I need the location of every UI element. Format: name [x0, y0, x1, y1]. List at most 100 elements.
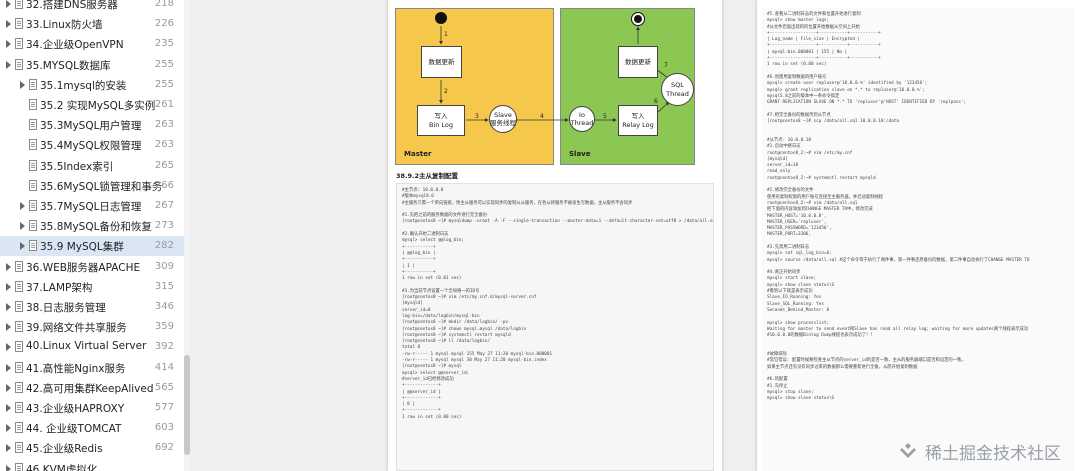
code-line: +------------------+-----------+--------… — [767, 30, 881, 36]
toc-item-page: 266 — [154, 179, 174, 191]
master-dump-thread: Slave 服务线程 — [489, 105, 517, 133]
toc-item-page: 692 — [154, 442, 174, 454]
bookmark-icon — [29, 99, 37, 110]
section-heading: 38.9.2主从复制配置 — [396, 172, 459, 180]
toc-item-page: 218 — [154, 0, 174, 9]
code-line: #常见错误: 配置时候要检查主从节点的server_id的是否一致，主从的服务器… — [767, 358, 966, 364]
code-line: mysql> select @@server_id; — [402, 370, 470, 376]
toc-scrollbar[interactable] — [184, 0, 190, 471]
expand-arrow-icon[interactable] — [6, 343, 11, 352]
bookmark-icon — [15, 381, 23, 393]
bookmark-icon — [15, 442, 23, 454]
code-line: root@centos8_2:~# systemctl restart mysq… — [767, 175, 876, 181]
code-line: #故障排除 — [767, 352, 787, 358]
expand-arrow-icon[interactable] — [6, 303, 11, 311]
bookmark-icon — [15, 341, 23, 353]
code-line: | @@server_id | — [402, 389, 441, 395]
toc-item-label: 35.MYSQL数据库 — [26, 59, 111, 72]
code-line: root@centos8_2:~# vim /data/all.sql — [767, 200, 858, 206]
code-line: #server_id已经修改成功 — [402, 376, 454, 382]
expand-arrow-icon[interactable] — [6, 20, 11, 29]
code-line: mysql> source /data/all.sql #这个命令等于执行了两件… — [767, 257, 1030, 263]
toc-item-page: 261 — [154, 99, 174, 110]
code-line: | 1 | — [402, 263, 415, 269]
bookmark-icon — [15, 422, 23, 434]
toc-item-page: 309 — [154, 260, 174, 272]
expand-arrow-icon[interactable] — [6, 0, 11, 8]
toc-item-label: 35.6MySQL锁管理和事务 — [40, 180, 163, 193]
code-line: 使用有复制权限的用户账号连接至主服务器，并启动复制线程 — [767, 194, 884, 200]
code-line: mysql> show slave status\G — [767, 396, 835, 402]
expand-arrow-icon[interactable] — [20, 80, 25, 89]
code-line: mysql5.8之前的版本中一条命令搞定 — [767, 93, 840, 99]
code-line: [root@centos8 ~]# chown mysql.mysql /dat… — [402, 326, 527, 332]
expand-arrow-icon[interactable] — [6, 282, 11, 291]
expand-arrow-icon[interactable] — [6, 444, 11, 453]
expand-arrow-icon[interactable] — [6, 262, 11, 271]
expand-arrow-icon[interactable] — [6, 464, 11, 471]
code-line: Seconds_Behind_Master: 0 — [767, 307, 830, 313]
code-line: 1 row in set (0.01 sec) — [402, 276, 462, 282]
code-line: -rw-r----- 1 mysql mysql 30 May 27 11:20… — [402, 358, 547, 364]
code-line: mysql> select @@log_bin; — [402, 238, 465, 244]
bookmark-icon — [15, 361, 23, 373]
code-line: mysql> show processlist; — [767, 320, 830, 326]
code-line: #看到以下就是表示成功 — [767, 289, 813, 295]
expand-arrow-icon[interactable] — [20, 222, 25, 231]
watermark-text: 稀土掘金技术社区 — [925, 443, 1061, 464]
toc-item-page: 255 — [154, 78, 174, 90]
code-line: #7.把完全备份的数据传到从节点 — [767, 112, 831, 118]
bookmark-icon — [29, 200, 37, 211]
toc-scrollbar-thumb[interactable] — [184, 355, 190, 455]
expand-arrow-icon[interactable] — [6, 323, 11, 332]
expand-arrow-icon[interactable] — [6, 424, 11, 433]
toc-item[interactable]: 46.KVM虚拟化 — [0, 459, 184, 471]
toc-item-page: 263 — [154, 119, 174, 131]
toc-item-page: 577 — [154, 402, 174, 413]
expand-arrow-icon[interactable] — [6, 60, 11, 69]
expand-arrow-icon[interactable] — [6, 383, 11, 392]
bookmark-icon — [29, 119, 37, 131]
expand-arrow-icon[interactable] — [20, 242, 25, 251]
expand-arrow-icon[interactable] — [6, 404, 11, 412]
step-6: 6 — [654, 98, 658, 105]
code-line: #从节点: 10.0.0.18 — [767, 137, 811, 143]
toc-item-label: 41.高性能Nginx服务 — [26, 362, 126, 375]
toc-item-label: 35.8MySQL备份和恢复 — [40, 221, 152, 234]
code-line: #6.的配置 — [767, 377, 788, 383]
bookmark-icon — [15, 18, 23, 30]
toc-item-label: 44. 企业级TOMCAT — [26, 423, 122, 436]
code-line: +------------------+-----------+--------… — [767, 56, 881, 62]
bookmark-icon — [29, 159, 37, 171]
expand-arrow-icon[interactable] — [20, 202, 25, 210]
slave-sql-thread: SQL Thread — [661, 73, 694, 106]
toc-item-label: 37.LAMP架构 — [26, 281, 93, 294]
expand-arrow-icon[interactable] — [6, 363, 11, 372]
code-line: MASTER_PORT=3306, — [767, 232, 811, 238]
expand-arrow-icon[interactable] — [6, 40, 11, 49]
